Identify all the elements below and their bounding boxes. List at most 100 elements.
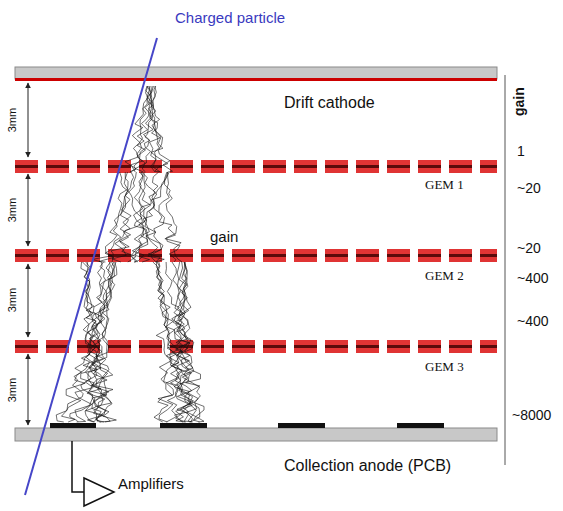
gem-segment — [325, 160, 348, 173]
gem-kapton — [418, 254, 441, 257]
electron-track — [75, 262, 117, 422]
gem-segment — [294, 160, 317, 173]
gem-segment — [201, 340, 224, 353]
gem-kapton — [232, 345, 255, 348]
gem-kapton — [356, 345, 379, 348]
gem-segment — [201, 249, 224, 262]
electron-track — [96, 262, 116, 422]
gap-arrow — [28, 174, 29, 246]
gem-kapton — [46, 254, 69, 257]
gem-segment — [480, 160, 497, 173]
gain-label: gain — [210, 229, 238, 246]
readout-pad — [278, 423, 325, 428]
gem-label: GEM 3 — [425, 360, 464, 374]
electron-track — [95, 262, 112, 422]
gem-segment — [449, 249, 472, 262]
gem-kapton — [77, 165, 100, 168]
gem-kapton — [201, 254, 224, 257]
electron-track — [165, 172, 180, 262]
gap-dimension: 3mm — [6, 198, 18, 222]
gain-value: 1 — [517, 144, 525, 159]
gem-kapton — [15, 345, 38, 348]
gem-kapton — [387, 345, 410, 348]
gem-segment — [108, 340, 131, 353]
electron-track — [85, 262, 114, 422]
gem-kapton — [263, 254, 286, 257]
gem-segment — [356, 160, 379, 173]
electron-track — [177, 262, 200, 422]
electron-track — [86, 262, 110, 422]
gem-kapton — [325, 165, 348, 168]
gem-segment — [356, 249, 379, 262]
gap-dimension: 3mm — [6, 378, 18, 402]
gem-kapton — [170, 254, 193, 257]
gap-arrow — [28, 264, 29, 337]
gem-kapton — [449, 254, 472, 257]
electron-track — [164, 262, 188, 422]
gem-segment — [480, 249, 497, 262]
cathode-electrode — [15, 78, 497, 81]
gem-segment — [325, 340, 348, 353]
gem-kapton — [480, 165, 497, 168]
gem-kapton — [46, 165, 69, 168]
gem-segment — [232, 340, 255, 353]
readout-pad — [50, 423, 96, 428]
gem-segment — [294, 340, 317, 353]
gem-kapton — [77, 254, 100, 257]
electron-track — [70, 262, 111, 422]
gem-kapton — [201, 165, 224, 168]
gem-segment — [418, 340, 441, 353]
gain-value: ~20 — [517, 241, 541, 256]
gem-segment — [263, 340, 286, 353]
gain-scale — [505, 75, 506, 465]
gem-segment — [387, 249, 410, 262]
gem-kapton — [108, 345, 131, 348]
gem-segment — [418, 160, 441, 173]
electron-track — [150, 86, 161, 172]
gem-segment — [77, 249, 100, 262]
gap-arrow — [28, 83, 29, 157]
gem-segment — [449, 160, 472, 173]
gain-value: ~8000 — [512, 408, 551, 423]
gem-segment — [170, 249, 193, 262]
gem-segment — [201, 160, 224, 173]
gem-segment — [263, 249, 286, 262]
particle-label: Charged particle — [175, 10, 285, 27]
gem-kapton — [418, 345, 441, 348]
gem-segment — [480, 340, 497, 353]
gem-kapton — [294, 345, 317, 348]
gem-label: GEM 2 — [425, 269, 464, 283]
gem-kapton — [263, 345, 286, 348]
anode-label: Collection anode (PCB) — [284, 457, 451, 475]
electron-track — [146, 86, 161, 172]
gem-kapton — [294, 165, 317, 168]
electron-track — [131, 172, 167, 262]
gem-kapton — [294, 254, 317, 257]
gem-segment — [449, 340, 472, 353]
gem-segment — [232, 249, 255, 262]
signal-wire — [72, 441, 84, 492]
gem-segment — [356, 340, 379, 353]
electron-track — [154, 262, 187, 422]
gem-kapton — [263, 165, 286, 168]
electron-track — [166, 262, 204, 422]
gem-kapton — [356, 165, 379, 168]
gem-segment — [232, 160, 255, 173]
gain-value: ~400 — [517, 314, 549, 329]
gem-segment — [418, 249, 441, 262]
gem-kapton — [170, 165, 193, 168]
gem-kapton — [15, 165, 38, 168]
gem-kapton — [449, 345, 472, 348]
gem-kapton — [46, 345, 69, 348]
gem-segment — [139, 340, 162, 353]
gem-kapton — [449, 165, 472, 168]
gem-kapton — [387, 254, 410, 257]
gem-kapton — [232, 165, 255, 168]
gap-dimension: 3mm — [6, 108, 18, 132]
electron-avalanche — [56, 86, 204, 422]
gain-value: ~400 — [517, 271, 549, 286]
gem-kapton — [356, 254, 379, 257]
gem-kapton — [480, 345, 497, 348]
readout-pad — [160, 423, 207, 428]
